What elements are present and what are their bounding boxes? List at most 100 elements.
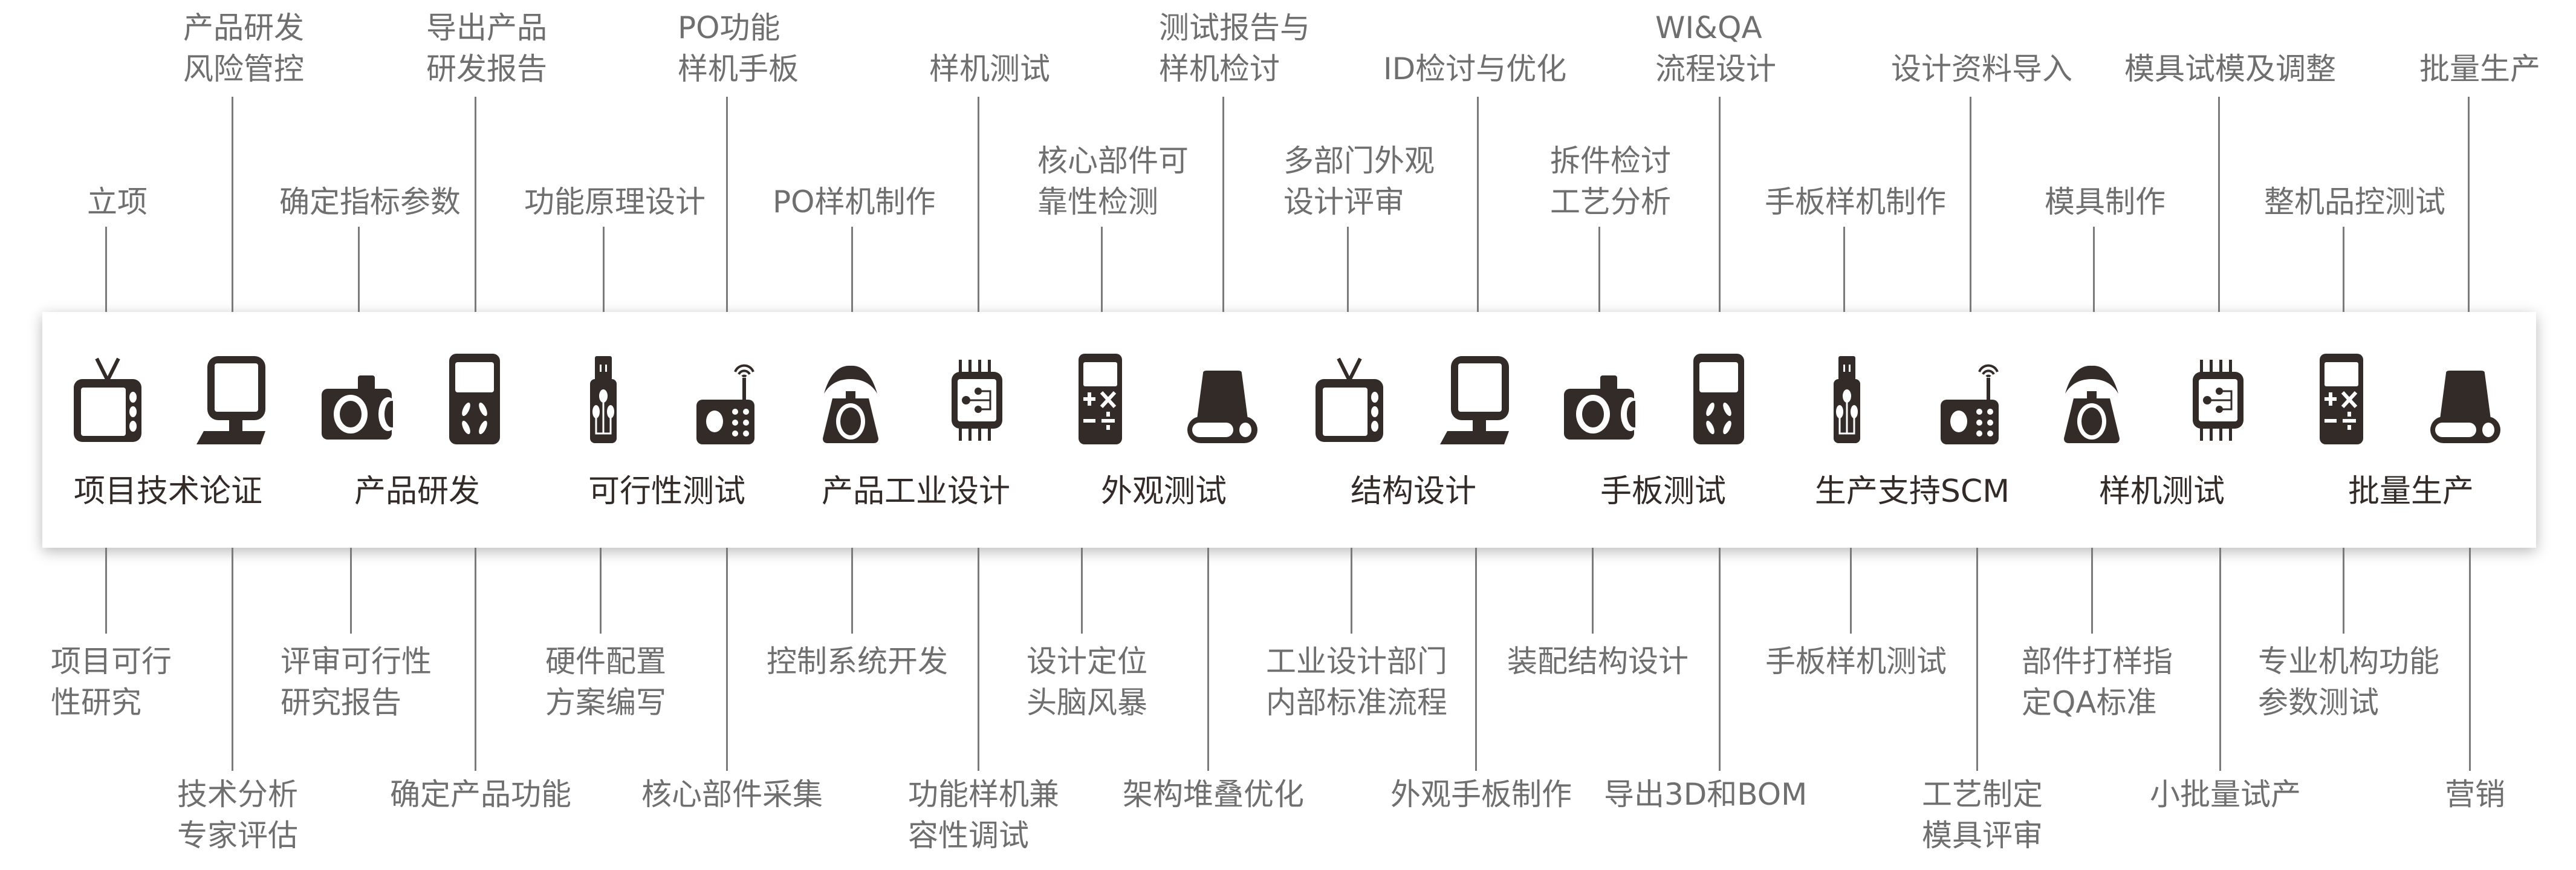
bottom-step-label: 评审可行性 研究报告 [281, 644, 432, 720]
connector-line-bottom [2469, 548, 2471, 771]
top-step-label: 导出产品 研发报告 [426, 10, 547, 86]
connector-line-bottom [851, 548, 853, 634]
stage-label: 结构设计 [1350, 473, 1477, 510]
bottom-step-label: 技术分析 专家评估 [177, 777, 298, 853]
connector-line-top [105, 227, 107, 312]
connector-line-bottom [1850, 548, 1852, 634]
connector-line-top [475, 97, 476, 312]
bottom-step-label: 工艺制定 模具评审 [1922, 777, 2043, 853]
calculator-icon [2305, 354, 2378, 444]
connector-line-bottom [232, 548, 233, 771]
stage-label: 项目技术论证 [73, 473, 263, 510]
connector-line-top [1843, 227, 1845, 312]
media-player-icon [1682, 354, 1755, 444]
top-step-label: 拆件检讨 工艺分析 [1550, 143, 1671, 219]
connector-line-bottom [1976, 548, 1978, 771]
radio-icon [689, 354, 762, 444]
top-step-label: 手板样机制作 [1765, 184, 1946, 219]
bottom-step-label: 确定产品功能 [390, 777, 571, 812]
tv-icon [1313, 354, 1386, 444]
connector-line-bottom [1592, 548, 1594, 634]
connector-line-top [978, 97, 979, 312]
top-step-label: 核心部件可 靠性检测 [1037, 143, 1189, 219]
top-step-label: 整机品控测试 [2264, 184, 2445, 219]
connector-line-bottom [1081, 548, 1083, 634]
usb-drive-icon [567, 354, 640, 444]
connector-line-bottom [2091, 548, 2093, 634]
stage-label: 产品研发 [354, 473, 481, 510]
top-step-label: PO样机制作 [773, 184, 936, 219]
media-player-icon [438, 354, 511, 444]
bottom-step-label: 小批量试产 [2150, 777, 2301, 812]
calculator-icon [1064, 354, 1137, 444]
connector-line-bottom [2219, 548, 2221, 771]
bottom-step-label: 装配结构设计 [1507, 644, 1689, 679]
computer-icon [195, 354, 268, 444]
connector-line-bottom [475, 548, 476, 771]
connector-line-top [1719, 97, 1721, 312]
stage-label: 批量生产 [2347, 473, 2474, 510]
bottom-step-label: 手板样机测试 [1765, 644, 1947, 679]
tv-icon [71, 354, 144, 444]
connector-line-top [2218, 97, 2220, 312]
connector-line-bottom [350, 548, 352, 634]
connector-line-top [726, 97, 728, 312]
connector-line-bottom [2343, 548, 2344, 634]
connector-line-bottom [1719, 548, 1721, 771]
top-step-label: 立项 [87, 184, 148, 219]
bottom-step-label: 工业设计部门 内部标准流程 [1266, 644, 1447, 720]
camera-icon [1563, 354, 1635, 444]
bottom-step-label: 专业机构功能 参数测试 [2258, 644, 2439, 720]
connector-line-top [851, 227, 853, 312]
bottom-step-label: 架构堆叠优化 [1123, 777, 1304, 812]
connector-line-top [2093, 227, 2095, 312]
bottom-step-label: 核心部件采集 [641, 777, 823, 812]
top-step-label: 测试报告与 样机检讨 [1159, 10, 1310, 86]
top-step-label: 多部门外观 设计评审 [1283, 143, 1435, 219]
stage-label: 可行性测试 [588, 473, 746, 510]
hard-drive-icon [1186, 354, 1259, 444]
bottom-step-label: 营销 [2445, 777, 2505, 812]
top-step-label: 确定指标参数 [279, 184, 461, 219]
chip-icon [2182, 354, 2254, 444]
bottom-step-label: 设计定位 头脑风暴 [1027, 644, 1147, 720]
connector-line-bottom [1475, 548, 1477, 771]
top-step-label: 样机测试 [929, 51, 1050, 86]
top-step-label: PO功能 样机手板 [678, 10, 799, 86]
top-step-label: 批量生产 [2419, 51, 2540, 86]
connector-line-top [1598, 227, 1600, 312]
top-step-label: 模具制作 [2045, 184, 2166, 219]
computer-icon [1439, 354, 1511, 444]
bottom-step-label: 功能样机兼 容性调试 [908, 777, 1059, 853]
stage-label: 手板测试 [1600, 473, 1727, 510]
top-step-label: 产品研发 风险管控 [183, 10, 304, 86]
top-step-label: WI&QA 流程设计 [1655, 10, 1776, 86]
stage-label: 生产支持SCM [1814, 473, 2010, 510]
top-step-label: 功能原理设计 [524, 184, 706, 219]
stage-label: 样机测试 [2098, 473, 2225, 510]
connector-line-top [1347, 227, 1349, 312]
telephone-icon [814, 354, 887, 444]
connector-line-bottom [726, 548, 728, 771]
hard-drive-icon [2429, 354, 2502, 444]
connector-line-top [603, 227, 605, 312]
connector-line-top [1970, 97, 1971, 312]
top-step-label: 设计资料导入 [1891, 51, 2072, 86]
connector-line-bottom [1207, 548, 1209, 771]
bottom-step-label: 控制系统开发 [767, 644, 948, 679]
connector-line-top [1477, 97, 1479, 312]
top-step-label: 模具试模及调整 [2124, 51, 2336, 86]
stage-label: 产品工业设计 [821, 473, 1011, 510]
bottom-step-label: 外观手板制作 [1390, 777, 1572, 812]
stage-panel [42, 312, 2536, 548]
telephone-icon [2055, 354, 2128, 444]
connector-line-top [1101, 227, 1103, 312]
bottom-step-label: 硬件配置 方案编写 [545, 644, 666, 720]
usb-drive-icon [1811, 354, 1883, 444]
stage-label: 外观测试 [1100, 473, 1227, 510]
connector-line-bottom [600, 548, 602, 634]
camera-icon [320, 354, 393, 444]
bottom-step-label: 导出3D和BOM [1604, 777, 1808, 812]
bottom-step-label: 项目可行 性研究 [51, 644, 172, 720]
connector-line-bottom [1351, 548, 1352, 634]
